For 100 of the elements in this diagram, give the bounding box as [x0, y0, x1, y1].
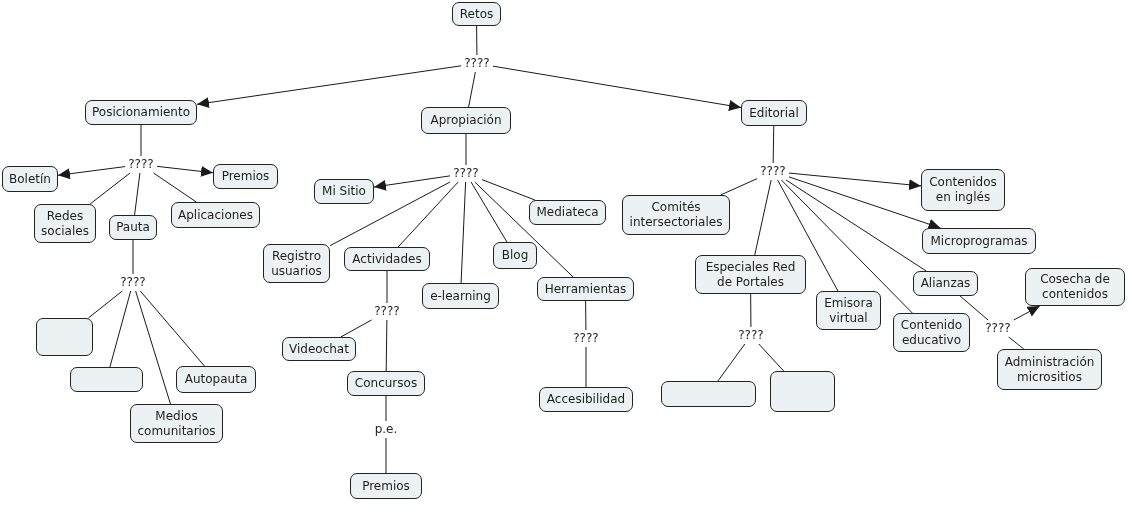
concept-label: Microprogramas	[930, 233, 1028, 249]
arrow	[156, 165, 214, 177]
connector-line	[139, 290, 205, 367]
concept-label: Pauta	[116, 220, 150, 235]
concept-box	[2, 166, 58, 192]
connector-line	[959, 295, 989, 321]
connector-line	[474, 181, 574, 278]
concept-label: Actividades	[352, 251, 422, 267]
arrow	[196, 65, 462, 109]
blank-box	[70, 367, 143, 392]
concept-box	[263, 244, 330, 283]
concept-label: Cosecha de contenidos	[1039, 272, 1111, 302]
concept-label: Videochat	[289, 341, 349, 357]
concept-box	[452, 2, 501, 26]
concept-label: Blog	[501, 248, 529, 263]
linking-phrase: p.e.	[373, 422, 399, 437]
concept-box	[816, 291, 881, 330]
connector-line	[585, 346, 587, 388]
connector-line	[772, 125, 775, 164]
connector-line	[465, 133, 467, 166]
concept-label: Editorial	[749, 105, 799, 121]
concept-box	[622, 195, 730, 235]
arrow	[788, 176, 941, 230]
connector-line	[340, 319, 373, 338]
concept-box	[109, 215, 157, 240]
concept-label: Aplicaciones	[178, 207, 253, 223]
connector-line	[87, 290, 123, 319]
concept-box	[171, 202, 260, 228]
connector-line	[754, 179, 772, 256]
concept-label: Redes sociales	[40, 208, 90, 239]
connector-line	[481, 179, 536, 201]
connector-line	[329, 181, 451, 247]
connector-line	[89, 172, 131, 205]
concept-label: Mi Sitio	[322, 184, 366, 199]
concept-box	[314, 179, 374, 204]
concept-label: Contenidos en inglés	[928, 175, 998, 205]
connector-line	[717, 343, 746, 382]
concept-box	[893, 313, 970, 352]
connector-line	[785, 179, 927, 272]
concept-label: Contenido educativo	[899, 317, 964, 348]
concept-label: Mediateca	[536, 205, 599, 220]
linking-phrase: ????	[462, 56, 492, 71]
concept-label: Boletín	[9, 171, 51, 187]
connector-line	[1008, 336, 1025, 350]
concept-box	[537, 277, 634, 301]
arrow	[788, 172, 922, 191]
linking-phrase: ????	[126, 157, 156, 172]
concept-box	[421, 107, 511, 134]
concept-label: Premios	[221, 169, 270, 184]
concept-box	[741, 100, 807, 126]
linking-phrase: ????	[118, 275, 148, 290]
linking-phrase: ????	[983, 321, 1013, 336]
connector-line	[585, 300, 587, 331]
concept-label: Premios	[362, 478, 410, 494]
concept-box	[529, 200, 606, 225]
concept-label: Accesibilidad	[546, 392, 626, 407]
arrow	[57, 166, 126, 180]
concept-box	[85, 100, 197, 125]
linking-phrase: ????	[736, 328, 766, 343]
concept-label: e-learning	[430, 288, 491, 304]
concept-label: Alianzas	[920, 276, 971, 291]
linking-phrase: ????	[372, 304, 402, 319]
concept-box	[176, 366, 256, 393]
connector-line	[470, 181, 508, 243]
concept-box	[350, 473, 422, 499]
blank-box	[36, 318, 93, 356]
concept-box	[539, 387, 633, 412]
concept-label: Herramientas	[544, 281, 627, 297]
concept-box	[997, 349, 1102, 390]
connector-line	[780, 179, 913, 314]
concept-label: Concursos	[354, 376, 418, 391]
concept-label: Administración micrositios	[1003, 354, 1096, 385]
connector-line	[758, 343, 785, 372]
connector-line	[385, 437, 387, 474]
concept-box	[347, 371, 425, 396]
connector-line	[460, 181, 467, 284]
linking-phrase: ????	[758, 164, 788, 179]
concept-box	[282, 337, 356, 361]
concept-box	[130, 404, 223, 443]
concept-box	[1025, 268, 1125, 306]
connector-line	[386, 270, 388, 304]
concept-label: Emisora virtual	[823, 295, 874, 326]
connector-line	[750, 293, 752, 328]
concept-box	[422, 283, 499, 309]
concept-label: Especiales Red de Portales	[704, 259, 797, 290]
concept-label: Autopauta	[184, 372, 248, 387]
connector-line	[135, 290, 171, 405]
concept-box	[34, 204, 96, 243]
connector-line	[109, 290, 132, 368]
concept-box	[922, 228, 1036, 254]
connector-line	[777, 179, 839, 292]
connector-line	[385, 319, 388, 372]
connector-line	[720, 178, 758, 196]
concept-label: Registro usuarios	[270, 248, 323, 279]
connector-line	[140, 124, 142, 157]
connector-line	[468, 71, 476, 108]
linking-phrase: ????	[571, 331, 601, 346]
concept-label: Retos	[459, 6, 494, 22]
concept-label: Posicionamiento	[92, 105, 190, 120]
connector-line	[476, 25, 478, 56]
